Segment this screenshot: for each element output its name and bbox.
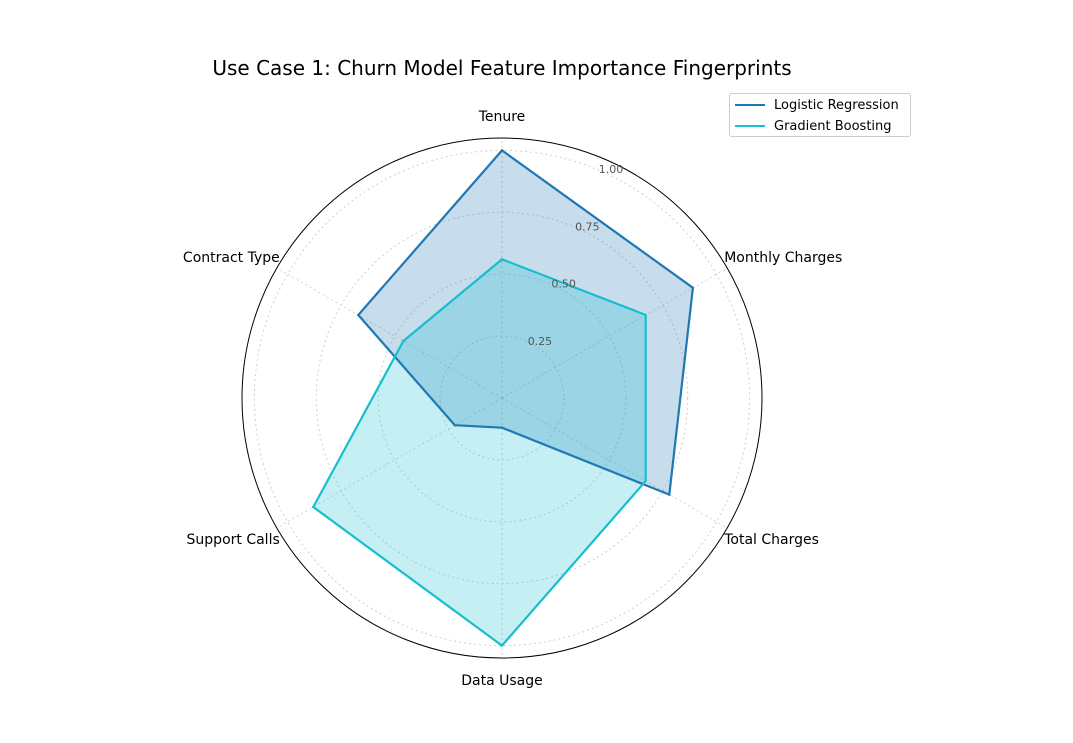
radial-tick-label-1: 0.50 — [551, 278, 576, 291]
legend-label-1: Gradient Boosting — [774, 118, 892, 134]
series-0-point-3 — [500, 426, 504, 429]
legend-swatch-1 — [735, 125, 765, 127]
series-fill-0 — [358, 150, 693, 495]
spoke-2 — [501, 397, 728, 529]
radial-grid-circle-1 — [377, 273, 627, 523]
chart-title: Use Case 1: Churn Model Feature Importan… — [212, 56, 792, 80]
series-1-point-2 — [644, 479, 647, 483]
category-label-3: Data Usage — [461, 673, 543, 689]
series-0-point-0 — [500, 149, 504, 152]
series-1-point-0 — [500, 258, 504, 261]
legend-item-0: Logistic Regression — [735, 95, 899, 115]
spoke-1 — [501, 267, 728, 399]
radial-tick-label-3: 1.00 — [599, 163, 624, 176]
series-1-point-3 — [500, 644, 504, 647]
legend-swatch-0 — [735, 104, 765, 106]
legend: Logistic Regression Gradient Boosting — [729, 93, 911, 137]
category-label-1: Monthly Charges — [724, 250, 842, 266]
category-label-0: Tenure — [478, 109, 526, 125]
radar-frame — [241, 137, 763, 659]
series-0-point-2 — [668, 493, 671, 496]
spoke-5 — [276, 267, 503, 399]
series-1-point-4 — [312, 505, 315, 509]
series-1-point-1 — [644, 313, 647, 317]
legend-item-1: Gradient Boosting — [735, 116, 892, 136]
category-label-5: Contract Type — [183, 250, 280, 266]
radial-tick-label-0: 0.25 — [528, 335, 553, 348]
category-label-2: Total Charges — [723, 532, 819, 548]
series-layer — [311, 148, 695, 648]
category-label-4: Support Calls — [187, 532, 280, 548]
radial-tick-label-2: 0.75 — [575, 220, 600, 233]
series-0-point-1 — [691, 286, 695, 290]
series-0-point-4 — [453, 424, 457, 427]
series-0-point-5 — [357, 313, 360, 317]
series-1-point-5 — [402, 339, 405, 343]
legend-label-0: Logistic Regression — [774, 97, 899, 113]
